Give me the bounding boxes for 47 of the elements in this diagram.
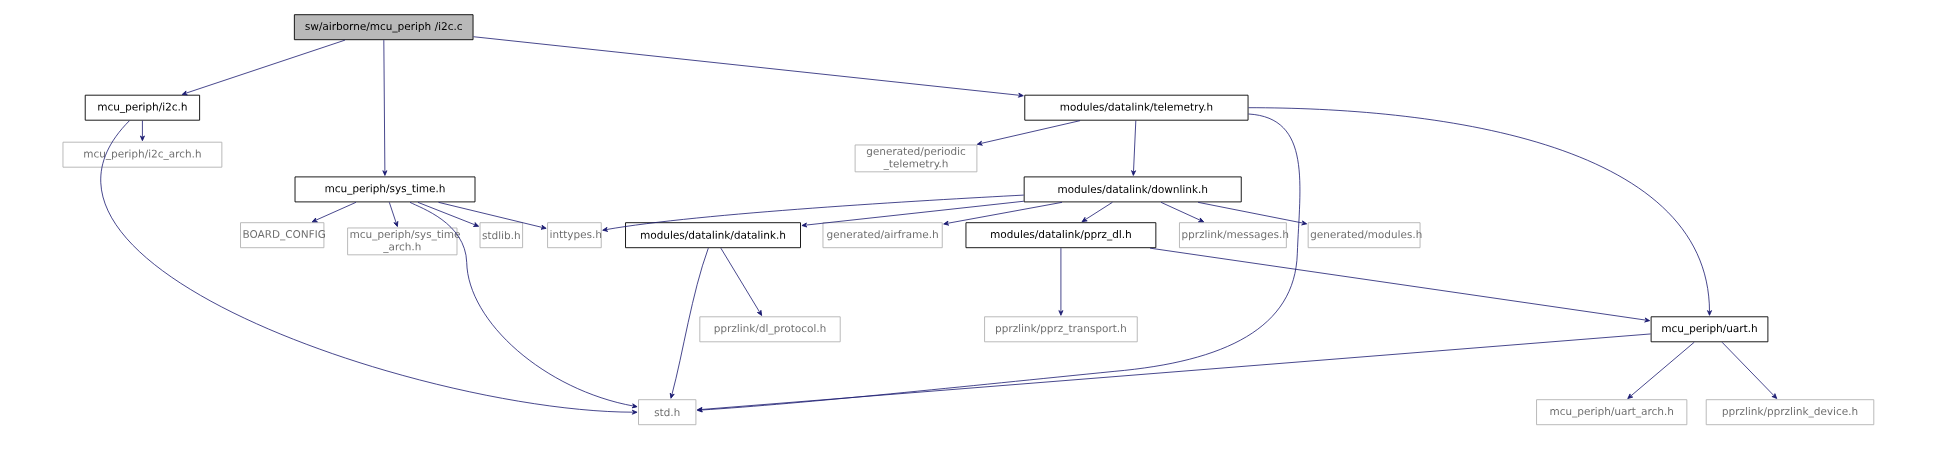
arrow [696, 113, 1301, 413]
header-box: pprzlink/dl_protocol.h [699, 316, 841, 343]
arrow [388, 201, 399, 227]
header-box: modules/datalink/telemetry.h [1024, 94, 1249, 121]
arrow [1131, 120, 1137, 176]
arrow [101, 120, 638, 415]
arrow [1081, 201, 1113, 223]
header-box: modules/datalink/downlink.h [1023, 176, 1242, 203]
arrow [1197, 201, 1308, 226]
arrow [382, 39, 388, 176]
header-box: mcu_periph/sys_time.h [294, 176, 476, 203]
header-box: mcu_periph/uart_arch.h [1536, 399, 1688, 426]
arrow [1149, 247, 1651, 323]
arrow [696, 333, 1652, 412]
arrow [1627, 341, 1695, 399]
arrow [311, 201, 357, 223]
file-box: sw/airborne/mcu_periph /i2c.c [293, 14, 474, 41]
header-box: mcu_periph/i2c.h [84, 94, 201, 121]
arrow [1721, 341, 1778, 399]
header-box: generated/modules.h [1307, 222, 1422, 249]
header-box: generated/periodic _telemetry.h [854, 144, 978, 173]
header-box: pprzlink/pprzlink_device.h [1705, 399, 1875, 426]
arrow [801, 200, 1025, 228]
arrow [417, 201, 480, 227]
arrow [602, 194, 1025, 232]
arrow [1248, 107, 1712, 316]
header-box: generated/airframe.h [822, 222, 943, 249]
arrow [943, 201, 1063, 226]
header-box: mcu_periph/uart.h [1650, 316, 1769, 343]
arrow [473, 36, 1024, 98]
arrow [669, 247, 709, 399]
header-box: std.h [638, 399, 697, 426]
arrow [976, 120, 1081, 146]
arrow [438, 201, 547, 230]
arrow [1058, 247, 1064, 316]
header-box: BOARD_CONFIG [240, 222, 325, 249]
header-box: stdlib.h [479, 222, 524, 249]
header-box: pprzlink/pprz_transport.h [984, 316, 1138, 343]
header-box: modules/datalink/pprz_dl.h [965, 222, 1157, 249]
arrow [720, 247, 763, 316]
arrow [139, 120, 145, 142]
arrow [1160, 201, 1205, 223]
header-box: pprzlink/messages.h [1179, 222, 1289, 249]
arrow [409, 201, 638, 409]
header-box: inttypes.h [547, 222, 602, 249]
arrow [181, 39, 346, 96]
header-box: modules/datalink/datalink.h [625, 222, 801, 249]
